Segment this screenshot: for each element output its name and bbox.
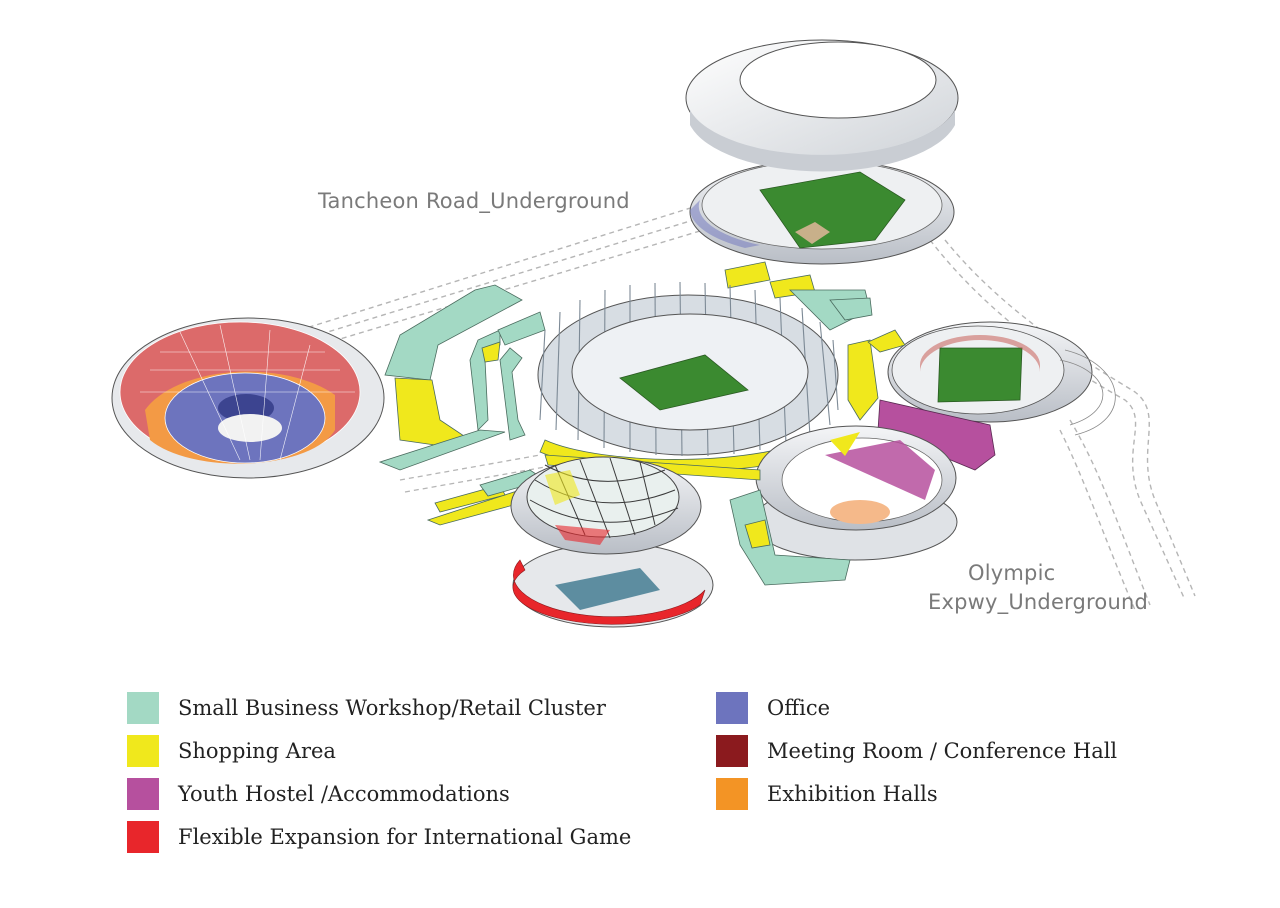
legend-swatch	[127, 734, 159, 767]
legend-swatch	[127, 777, 159, 810]
legend-right-column: Office Meeting Room / Conference Hall Ex…	[716, 686, 1117, 815]
olympic-expwy-underground-path	[929, 239, 1196, 611]
olympic-expwy-label: Olympic Expwy_Underground	[928, 559, 1148, 617]
left-convention-dome	[111, 317, 385, 479]
legend-swatch	[716, 777, 748, 810]
olympic-expwy-label-line2: Expwy_Underground	[928, 589, 1149, 614]
south-road-path	[399, 454, 546, 493]
legend-swatch	[716, 734, 748, 767]
legend-item: Shopping Area	[127, 729, 631, 772]
legend-left-column: Small Business Workshop/Retail Cluster S…	[127, 686, 631, 858]
legend-label: Exhibition Halls	[767, 781, 938, 806]
legend-item: Meeting Room / Conference Hall	[716, 729, 1117, 772]
tancheon-road-label: Tancheon Road_Underground	[318, 189, 630, 213]
legend-label: Youth Hostel /Accommodations	[178, 781, 510, 806]
legend-item: Office	[716, 686, 1117, 729]
legend-item: Small Business Workshop/Retail Cluster	[127, 686, 631, 729]
tancheon-road-underground-path	[289, 204, 701, 355]
multipurpose-hall	[752, 425, 958, 561]
aquatic-center-dome	[510, 456, 714, 628]
legend-label: Shopping Area	[178, 738, 336, 763]
left-retail-blocks	[378, 284, 546, 471]
olympic-expwy-label-line1: Olympic	[968, 561, 1056, 585]
legend-swatch	[127, 820, 159, 853]
baseball-stadium	[685, 39, 959, 265]
legend-label: Flexible Expansion for International Gam…	[178, 824, 632, 849]
legend-label: Office	[767, 695, 831, 720]
legend-swatch	[127, 691, 159, 724]
legend-item: Flexible Expansion for International Gam…	[127, 815, 631, 858]
east-ring-outline	[1059, 349, 1116, 436]
athletics-stadium	[887, 321, 1093, 423]
legend-swatch	[716, 691, 748, 724]
north-retail-blocks	[724, 261, 873, 331]
legend-label: Small Business Workshop/Retail Cluster	[178, 695, 606, 720]
legend-item: Exhibition Halls	[716, 772, 1117, 815]
youth-hostel-block	[847, 329, 996, 471]
legend-item: Youth Hostel /Accommodations	[127, 772, 631, 815]
legend-label: Meeting Room / Conference Hall	[767, 738, 1118, 763]
